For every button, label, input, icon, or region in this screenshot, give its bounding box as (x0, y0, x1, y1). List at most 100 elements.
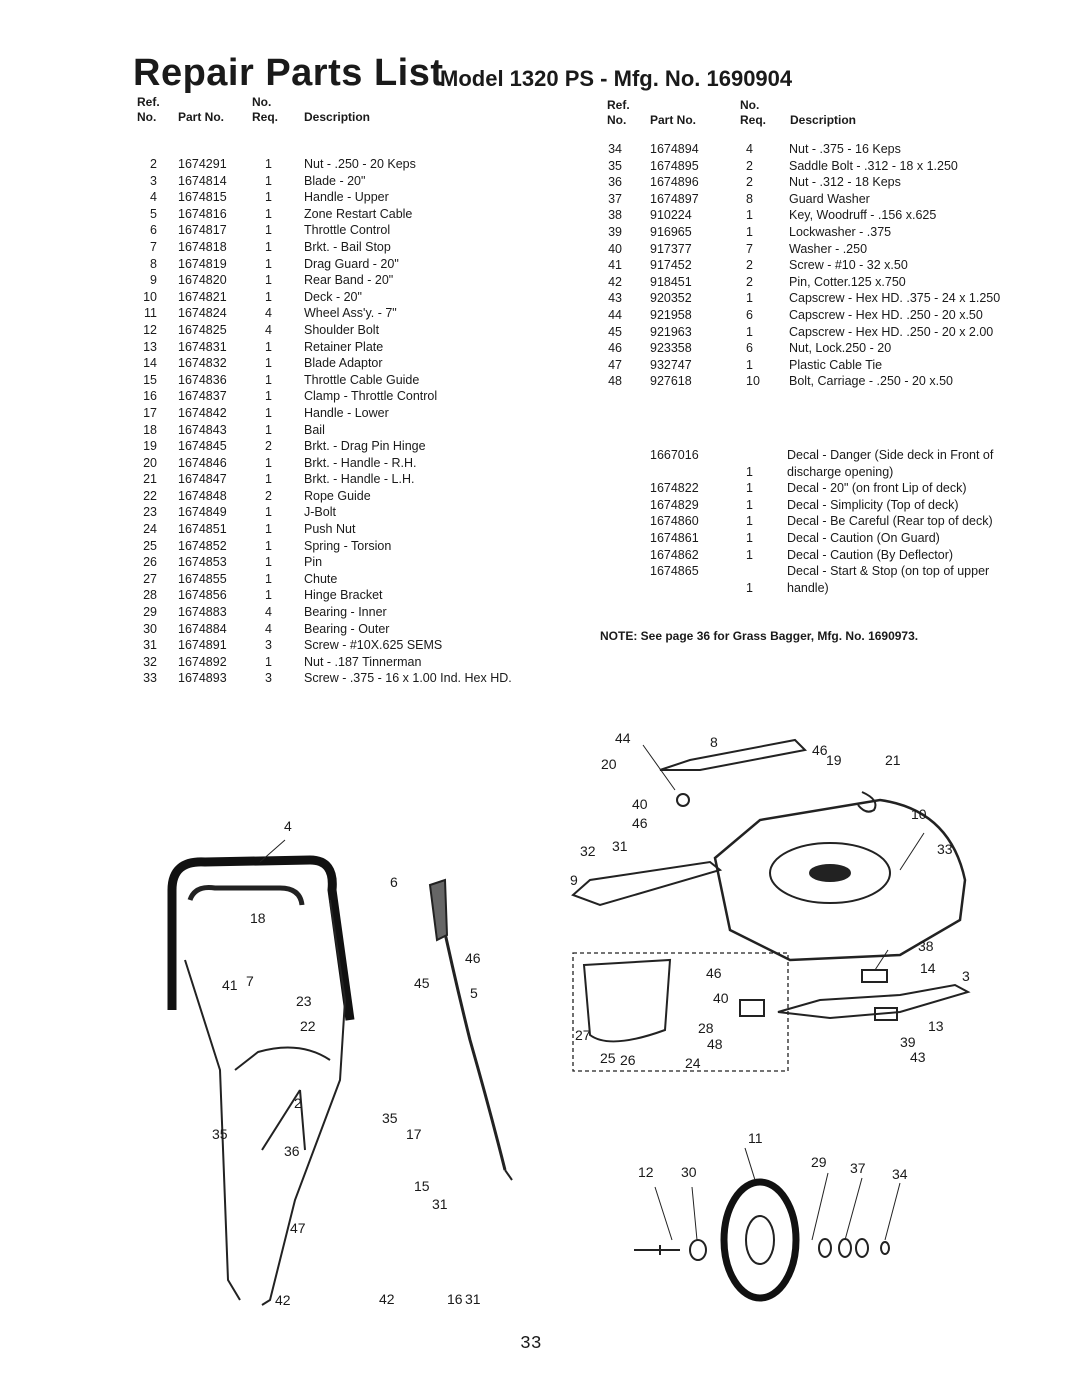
ref-number: 40 (608, 241, 622, 256)
qty-required: 2 (746, 158, 753, 173)
part-description: Wheel Ass'y. - 7" (304, 306, 397, 321)
callout-label: 13 (928, 1018, 944, 1034)
part-description: Key, Woodruff - .156 x.625 (789, 208, 937, 223)
hdr-req-line1: No. (740, 98, 760, 112)
callout-label: 31 (432, 1196, 448, 1212)
part-description: Hinge Bracket (304, 588, 383, 603)
decal-description: discharge opening) (787, 464, 894, 479)
callout-label: 11 (748, 1130, 763, 1146)
part-number: 1674814 (178, 173, 227, 188)
callout-label: 29 (811, 1154, 827, 1170)
qty-required: 1 (265, 256, 272, 271)
part-number: 1674820 (178, 273, 227, 288)
part-number: 910224 (650, 208, 692, 223)
callout-label: 24 (685, 1055, 701, 1071)
qty-required: 6 (746, 307, 753, 322)
qty-required: 1 (265, 173, 272, 188)
ref-number: 11 (144, 306, 157, 321)
callout-label: 43 (910, 1049, 926, 1065)
qty-required: 3 (265, 671, 272, 686)
part-description: Nut - .187 Tinnerman (304, 654, 422, 669)
ref-number: 3 (150, 173, 157, 188)
qty-required: 1 (265, 289, 272, 304)
part-number: 1674860 (650, 514, 699, 529)
callout-label: 27 (575, 1027, 591, 1043)
part-number: 923358 (650, 341, 692, 356)
qty-required: 1 (265, 654, 272, 669)
part-number: 1674896 (650, 175, 699, 190)
wheel-drawing (634, 1178, 890, 1302)
callout-label: 31 (465, 1291, 481, 1307)
ref-number: 10 (143, 289, 157, 304)
part-number: 1674824 (178, 306, 227, 321)
qty-required: 1 (746, 481, 753, 496)
part-description: Brkt. - Bail Stop (304, 239, 391, 254)
part-description: Shoulder Bolt (304, 322, 380, 337)
part-description: Screw - #10X.625 SEMS (304, 638, 443, 653)
ref-number: 16 (143, 389, 157, 404)
part-number: 1674865 (650, 564, 699, 579)
callout-label: 16 (447, 1291, 463, 1307)
part-number: 1674817 (178, 223, 227, 238)
hdr-description: Description (304, 110, 371, 124)
callout-label: 35 (212, 1126, 228, 1142)
part-number: 1674855 (178, 571, 227, 586)
ref-number: 12 (143, 322, 157, 337)
callout-label: 48 (707, 1036, 723, 1052)
ref-number: 23 (143, 505, 157, 520)
part-number: 1674825 (178, 322, 227, 337)
callout-label: 38 (918, 938, 934, 954)
ref-number: 22 (143, 488, 157, 503)
callout-label: 6 (390, 874, 398, 890)
callout-label: 30 (681, 1164, 697, 1180)
qty-required: 1 (746, 580, 753, 595)
part-number: 1674851 (178, 522, 227, 537)
hdr-req-line2: Req. (740, 113, 767, 127)
qty-required: 10 (746, 374, 760, 389)
blade-drawing (777, 969, 971, 1021)
qty-required: 4 (746, 142, 753, 156)
callout-label: 32 (580, 843, 596, 859)
qty-required: 1 (746, 291, 753, 306)
callout-label: 4 (284, 818, 292, 834)
part-number: 1674883 (178, 605, 227, 620)
part-description: Brkt. - Handle - L.H. (304, 472, 415, 487)
callout-label: 45 (414, 975, 430, 991)
callout-label: 44 (615, 730, 631, 746)
part-description: Saddle Bolt - .312 - 18 x 1.250 (789, 158, 958, 173)
ref-number: 31 (143, 638, 157, 653)
part-description: Washer - .250 (789, 241, 868, 256)
callout-label: 46 (812, 742, 828, 758)
qty-required: 1 (746, 547, 753, 562)
part-description: Zone Restart Cable (304, 206, 413, 221)
ref-number: 38 (608, 208, 622, 223)
part-number: 1674832 (178, 356, 227, 371)
qty-required: 1 (265, 422, 272, 437)
qty-required: 1 (265, 273, 272, 288)
part-description: Spring - Torsion (304, 538, 392, 553)
callout-label: 25 (600, 1050, 616, 1066)
callout-label: 2 (294, 1095, 302, 1111)
part-number: 1674893 (178, 671, 227, 686)
part-number: 1674848 (178, 488, 227, 503)
qty-required: 1 (746, 497, 753, 512)
ref-number: 30 (143, 621, 157, 636)
part-number: 1674856 (178, 588, 227, 603)
part-description: Screw - #10 - 32 x.50 (789, 258, 908, 273)
callout-label: 36 (284, 1143, 300, 1159)
part-number: 918451 (650, 274, 692, 289)
